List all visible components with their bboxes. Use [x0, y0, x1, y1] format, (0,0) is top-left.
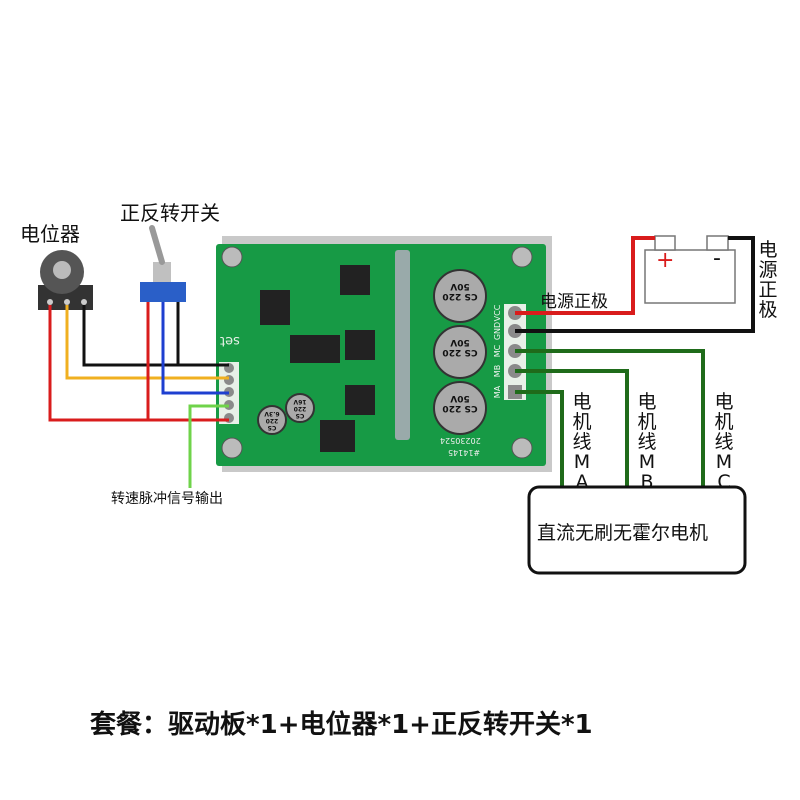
- date-code: 20230524: [440, 436, 481, 445]
- power-positive-label: 电源正极: [540, 292, 608, 312]
- capacitor-label: CS 220 50V: [442, 393, 478, 413]
- terminal-label-mc: MC: [493, 344, 502, 358]
- power-vertical-label: 电源正极: [758, 239, 778, 321]
- motor-wire-c-label: 电机线MC: [714, 391, 734, 493]
- left-wires: [48, 302, 229, 488]
- battery-icon: [644, 235, 736, 304]
- package-caption: 套餐：驱动板*1+电位器*1+正反转开关*1: [90, 710, 593, 740]
- terminal-label-ma: MA: [493, 385, 502, 399]
- switch-label: 正反转开关: [120, 201, 220, 225]
- terminal-label-mb: MB: [493, 364, 502, 378]
- battery-plus: +: [656, 248, 675, 273]
- potentiometer-icon: [38, 250, 93, 310]
- potentiometer-label: 电位器: [20, 222, 80, 246]
- part-code: #14145: [448, 448, 481, 457]
- right-wires: [515, 236, 755, 488]
- capacitor-label: CS 220 50V: [442, 281, 478, 301]
- terminal-label-vcc: VCC: [493, 304, 502, 322]
- toggle-switch-icon: [140, 225, 186, 302]
- terminal-label-gnd: GND: [493, 321, 502, 341]
- battery-minus: -: [713, 246, 721, 271]
- small-capacitor-label-b: CS 220 16V: [293, 398, 307, 419]
- motor-wire-b-label: 电机线MB: [637, 391, 657, 493]
- small-capacitor-label-a: CS 220 6.3V: [264, 410, 280, 431]
- set-label: set: [220, 333, 240, 348]
- speed-pulse-label: 转速脉冲信号输出: [111, 491, 223, 507]
- motor-wire-a-label: 电机线MA: [572, 391, 592, 493]
- motor-label: 直流无刷无霍尔电机: [537, 522, 709, 544]
- board-components: [221, 246, 533, 459]
- motor-box: [527, 485, 747, 575]
- capacitor-label: CS 220 50V: [442, 337, 478, 357]
